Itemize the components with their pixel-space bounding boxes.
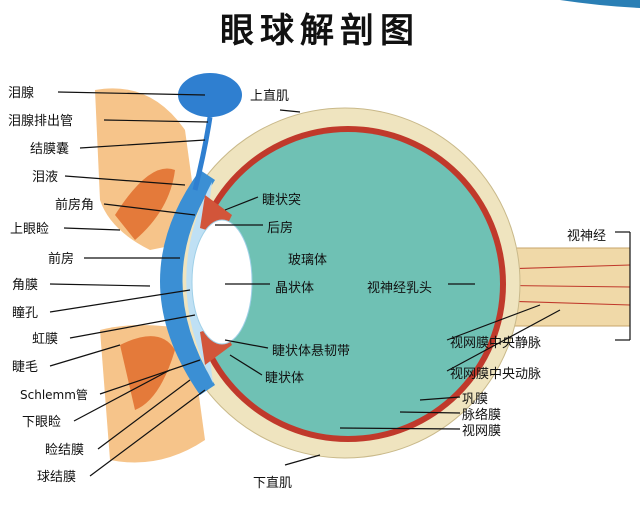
lacrimal-duct [192,116,213,191]
lens [191,219,253,345]
label-palpebral-conjunctiva: 睑结膜 [45,443,84,458]
label-iris: 虹膜 [32,332,58,347]
label-choroid: 脉络膜 [462,407,501,423]
label-ciliary-body: 睫状体 [265,371,304,386]
label-lower-eyelid: 下眼睑 [22,415,61,430]
label-anterior-chamber: 前房 [48,251,74,267]
label-inferior-rectus: 下直肌 [253,476,292,491]
label-lacrimal-gland: 泪腺 [8,86,34,101]
label-cornea: 角膜 [12,278,38,293]
label-central-retinal-vein: 视网膜中央静脉 [450,336,541,351]
label-ciliary-process: 睫状突 [262,192,301,208]
diagram-title: 眼球解剖图 [220,11,420,51]
cornea [160,170,215,395]
label-tear-fluid: 泪液 [32,170,58,185]
label-anterior-chamber-angle: 前房角 [55,197,94,213]
leader-lines [49,91,631,477]
label-zonular-fibers: 睫状体悬韧带 [272,344,350,359]
label-pupil: 瞳孔 [12,306,38,321]
vitreous-body [196,132,500,436]
label-schlemm-canal: Schlemm管 [20,387,88,402]
label-lens: 晶状体 [275,281,314,296]
label-sclera: 巩膜 [462,392,488,407]
corner-accent [560,0,640,8]
label-vitreous-body: 玻璃体 [288,253,327,268]
upper-tarsus [115,168,175,240]
label-upper-eyelid: 上眼睑 [10,222,49,237]
lower-tarsus [120,336,175,410]
label-superior-rectus: 上直肌 [250,89,289,104]
label-bulbar-conjunctiva: 球结膜 [37,470,76,485]
label-posterior-chamber: 后房 [267,220,293,236]
label-optic-nerve: 视神经 [567,229,606,244]
label-conjunctival-sac: 结膜囊 [30,141,69,157]
lacrimal-gland [178,73,242,117]
label-optic-disc: 视神经乳头 [367,281,432,296]
label-central-retinal-artery: 视网膜中央动脉 [450,367,541,382]
label-lacrimal-duct: 泪腺排出管 [8,114,73,129]
label-eyelashes: 睫毛 [12,360,38,375]
label-retina: 视网膜 [462,424,501,439]
